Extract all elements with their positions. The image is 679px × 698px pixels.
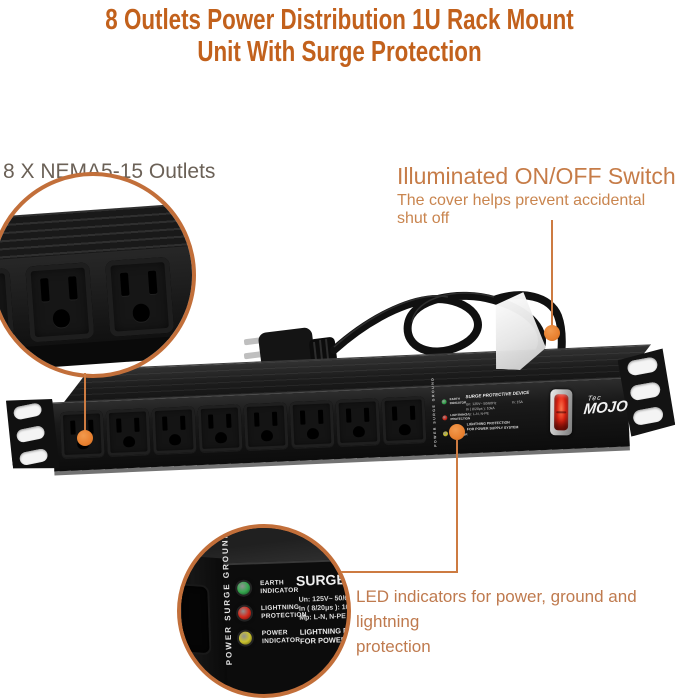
closeup-heading: SURGE PROTECTIVE DEVICE (295, 566, 347, 589)
closeup-spec1: Un: 125V~ 50/60Hz (298, 594, 351, 604)
mount-hole (632, 406, 664, 426)
outlets-callout-dot (77, 430, 93, 446)
earth-led-label: EARTH INDICATOR (449, 397, 467, 405)
earth-led-label: EARTH INDICATOR (260, 579, 299, 595)
power-led-icon (442, 431, 449, 437)
switch-callout-sublabel: The cover helps prevent accidental shut … (397, 192, 646, 227)
brand-logo: Tec MOJO (582, 393, 629, 419)
outlet-slot (409, 405, 416, 420)
outlet-slot (134, 417, 140, 432)
outlets-callout-line (84, 373, 86, 431)
outlet-slot (40, 278, 50, 302)
outlet (289, 400, 335, 449)
led-callout-line2: protection (356, 637, 431, 656)
closeup-vertical-label: POWER SURGE GROUND (220, 530, 234, 666)
outlet-ground-hole (306, 427, 320, 440)
led-zoom-circle: POWER SURGE GROUND EARTH INDICATOR LIGHT… (177, 524, 351, 698)
earth-led-icon (236, 581, 251, 595)
outlet-slot (162, 416, 168, 431)
outlet (381, 396, 427, 445)
led-callout-line1: LED indicators for power, ground and lig… (356, 587, 637, 631)
page-title-line2: Unit With Surge Protection (197, 34, 482, 68)
power-led-icon (238, 631, 253, 645)
switch-callout-label: Illuminated ON/OFF Switch (397, 163, 676, 189)
lightning-led-icon (237, 606, 252, 620)
outlet-slot (253, 412, 260, 427)
switch-callout-line (551, 220, 553, 326)
lightning-led-label-2: PROTECTION (450, 415, 471, 421)
outlet-slot (180, 415, 186, 430)
outlet-ground-hole (398, 423, 412, 436)
outlet-slot (363, 407, 370, 422)
rack-ear-left (4, 395, 61, 475)
panel-heading: SURGE PROTECTIVE DEVICE (465, 389, 530, 400)
outlet (335, 398, 381, 447)
led-callout-line-horizontal (341, 571, 457, 573)
panel-vertical-label: POWER SURGE GROUND (430, 376, 438, 447)
outlet-slot (68, 276, 78, 300)
led-callout-dot (449, 424, 465, 440)
outlet-ground-hole (122, 435, 136, 448)
spec-panel: POWER SURGE GROUND EARTH INDICATOR LIGHT… (430, 376, 530, 449)
panel-spec2: In ( 8/20μs ): 10kA (465, 406, 495, 412)
outlet-slot (147, 270, 158, 295)
panel-spec3: Mp: L-N, N-PE (466, 411, 490, 417)
closeup-outlet (25, 262, 95, 343)
mount-hole (13, 402, 43, 420)
brand-logo-main: MOJO (582, 397, 629, 419)
outlet (105, 408, 151, 457)
outlet-ground-hole (214, 431, 228, 444)
outlet-ground-hole (52, 308, 71, 328)
outlet (151, 406, 197, 455)
outlets-closeup (0, 176, 192, 374)
side-slot (181, 585, 210, 654)
led-closeup: POWER SURGE GROUND EARTH INDICATOR LIGHT… (181, 528, 351, 694)
switch-callout-dot (544, 325, 560, 341)
page-title: 8 Outlets Power Distribution 1U Rack Mou… (48, 1, 632, 68)
outlet-slot (119, 272, 130, 297)
outlet-slot (207, 414, 214, 429)
outlets-callout-label: 8 X NEMA5-15 Outlets (3, 160, 216, 183)
lightning-led-icon (442, 415, 448, 421)
power-led-label: POWER INDICATOR (262, 629, 301, 645)
led-callout-line-vertical (456, 440, 458, 573)
outlet-ground-hole (260, 429, 274, 442)
page-title-line1: 8 Outlets Power Distribution 1U Rack Mou… (105, 1, 574, 36)
panel-footer2: FOR POWER SUPPLY SYSTEM (466, 425, 519, 432)
outlet-slot (391, 406, 398, 421)
mount-hole (629, 381, 661, 401)
outlet-ground-hole (168, 433, 182, 446)
power-switch[interactable] (550, 389, 573, 436)
panel-spec-right: In: 15A (511, 399, 523, 405)
outlet-slot (116, 418, 122, 433)
led-callout-label: LED indicators for power, ground and lig… (356, 584, 679, 659)
closeup-outlet (0, 267, 15, 349)
outlet-ground-hole (352, 425, 366, 438)
outlet-slot (299, 410, 306, 425)
mount-hole (626, 356, 658, 376)
earth-led-label-2: INDICATOR (449, 400, 467, 405)
mount-hole (19, 448, 49, 466)
outlet-slot (317, 409, 324, 424)
outlet-slot (271, 411, 278, 426)
power-led-label-2: INDICATOR (261, 636, 301, 645)
closeup-outlet (105, 256, 175, 337)
outlet-ground-hole (132, 303, 151, 323)
outlet (197, 404, 243, 453)
closeup-spec3: Mp: L-N, N-PE (299, 613, 347, 622)
closeup-spec2: In ( 8/20μs ): 10kA (298, 603, 351, 613)
outlets-zoom-circle (0, 172, 196, 378)
outlet-slot (225, 413, 232, 428)
earth-led-label-2: INDICATOR (260, 586, 299, 595)
outlet-slot (70, 420, 76, 435)
outlet-slot (345, 408, 352, 423)
mount-hole (16, 425, 46, 443)
outlet (243, 402, 289, 451)
power-switch-rocker[interactable] (554, 394, 569, 431)
earth-led-icon (441, 399, 447, 405)
